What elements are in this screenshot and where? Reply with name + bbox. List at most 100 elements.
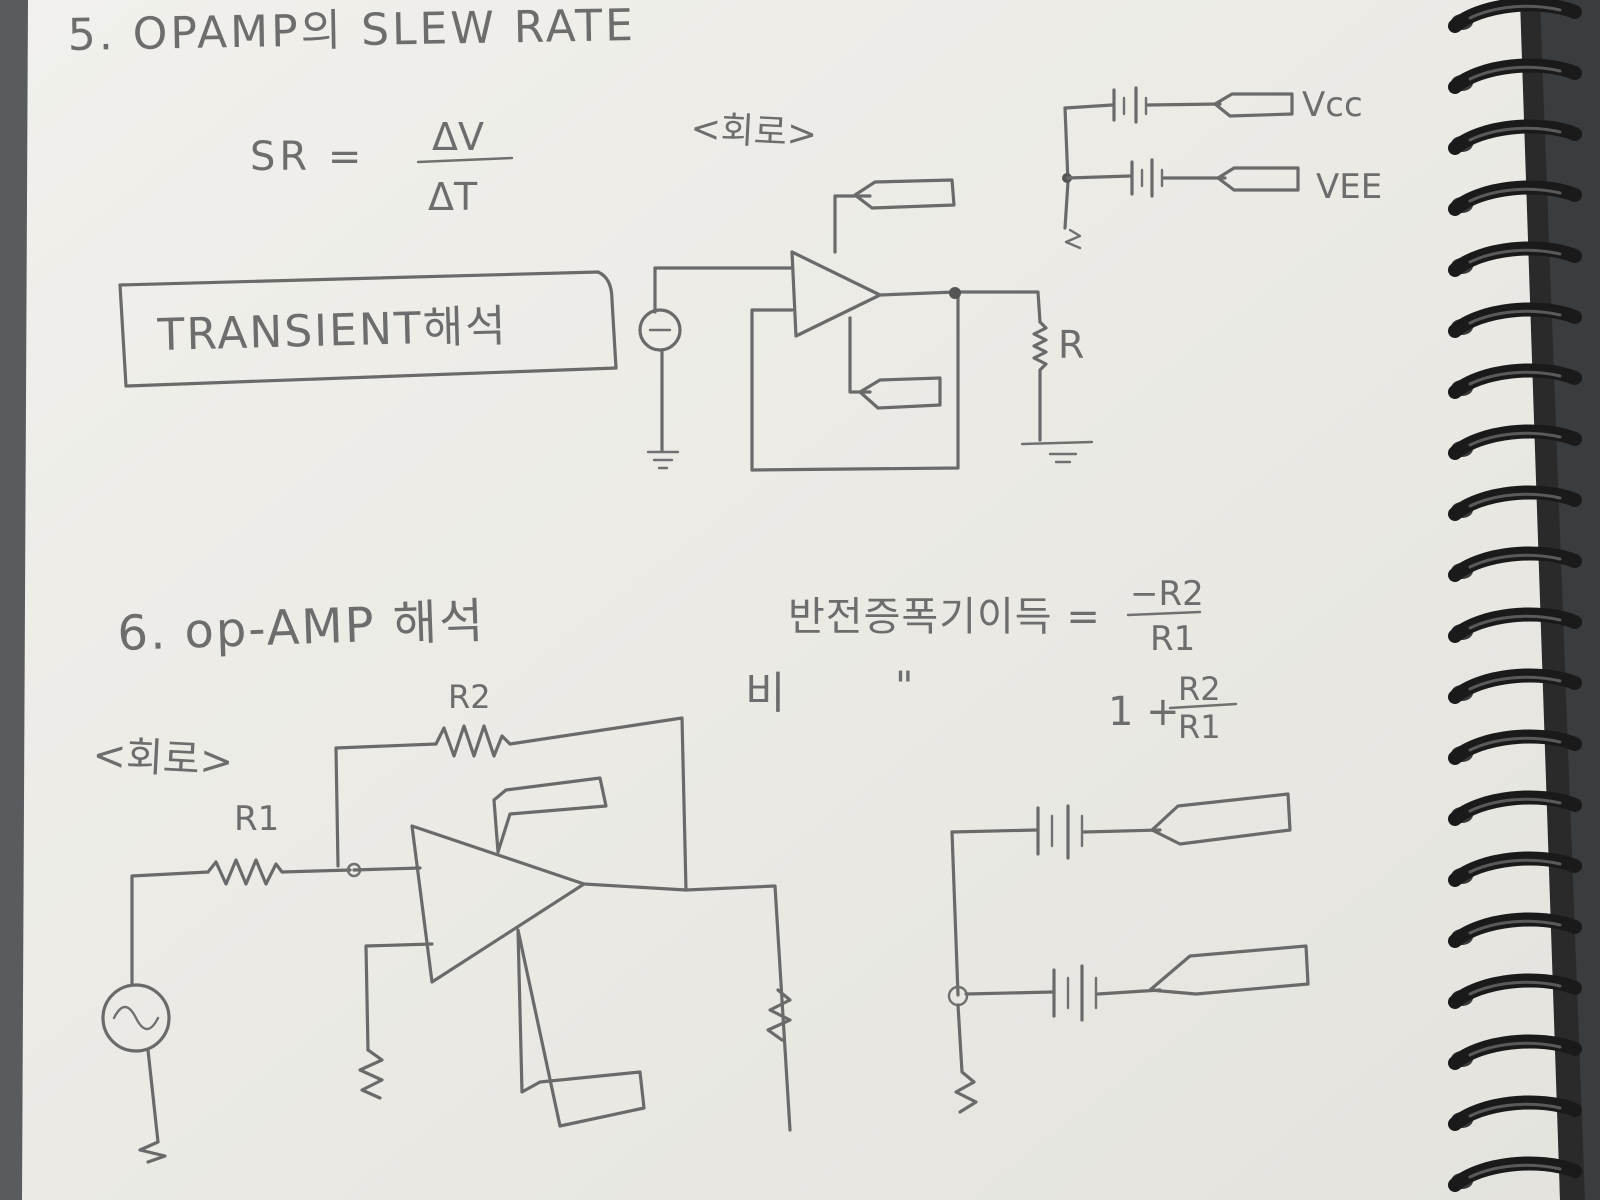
section-6: 6. op-AMP 해석 반전증폭기이득 = −R2 R1 비 " 1 + R2… xyxy=(91,574,1310,1164)
binding-ring-highlight xyxy=(1468,4,1562,20)
section5-title: 5. OPAMP의 SLEW RATE xyxy=(67,0,636,61)
resistor-r2-feedback xyxy=(434,716,688,892)
circuit1-voltage-follower: R xyxy=(638,178,1094,472)
vcc-tag xyxy=(1213,92,1294,118)
opamp1-feedback-wire xyxy=(750,293,960,472)
inverting-gain-text: 반전증폭기이득 = xyxy=(788,594,1101,640)
circuit1-label: <회로> xyxy=(690,108,819,156)
binding-ring xyxy=(1448,241,1582,277)
binding-ring-highlight xyxy=(1468,1102,1562,1118)
resistor-r xyxy=(1032,320,1048,442)
opamp2-output-wire xyxy=(582,882,792,1132)
noninv-ground-resistor xyxy=(358,1048,384,1100)
opamp1-vee-tag xyxy=(858,376,942,410)
formula-fraction-bar xyxy=(416,156,514,164)
section6-title: 6. op-AMP 해석 xyxy=(116,593,486,662)
source-ground xyxy=(138,1048,167,1164)
opamp2-vcc-tag xyxy=(492,776,608,854)
opamp1-output-wire xyxy=(878,290,1042,324)
load-resistor xyxy=(766,988,792,1042)
binding-ring xyxy=(1448,546,1582,582)
resistor-r1 xyxy=(206,858,352,886)
opamp1-vee-wire xyxy=(848,316,872,394)
opamp2-triangle xyxy=(410,824,586,984)
noninverting-numerator: R2 xyxy=(1178,670,1221,708)
binding-ring xyxy=(1448,973,1582,1009)
inverting-gain-numerator: −R2 xyxy=(1130,574,1204,614)
binding-ring xyxy=(1448,180,1582,216)
binding-ring-highlight xyxy=(1468,614,1562,630)
binding-ring-highlight xyxy=(1468,858,1562,874)
binding-ring xyxy=(1448,58,1582,94)
binding-ring xyxy=(1448,729,1582,765)
noninverting-expr: 1 + xyxy=(1108,689,1180,735)
binding-ring-highlight xyxy=(1468,126,1562,142)
binding-ring-highlight xyxy=(1468,187,1562,203)
r2-label: R2 xyxy=(448,678,491,716)
opamp1-triangle xyxy=(790,250,882,338)
resistor-r-label: R xyxy=(1058,323,1084,367)
binding-ring xyxy=(1448,1034,1582,1070)
noninverting-denominator: R1 xyxy=(1178,708,1221,746)
binding-ring xyxy=(1448,485,1582,521)
formula-lhs: SR = xyxy=(250,134,365,180)
binding-ring-highlight xyxy=(1468,736,1562,752)
circuit2-inverting-amplifier: R1 R2 xyxy=(101,678,792,1164)
binding-ring xyxy=(1448,851,1582,887)
formula-denominator: ΔT xyxy=(428,175,478,219)
ac-source-wave xyxy=(112,1005,160,1031)
binding-ring xyxy=(1448,668,1582,704)
source1-symbol xyxy=(638,308,682,352)
binding-ring xyxy=(1448,363,1582,399)
formula-numerator: ΔV xyxy=(432,115,484,159)
binding-ring xyxy=(1448,912,1582,948)
inverting-gain-bar xyxy=(1126,610,1202,617)
binding-ring xyxy=(1448,0,1582,33)
section-5: 5. OPAMP의 SLEW RATE SR = ΔV ΔT TRANSIENT… xyxy=(67,0,1382,472)
supply2-ground xyxy=(954,1003,978,1114)
binding-ring xyxy=(1448,424,1582,460)
binding-ring-highlight xyxy=(1468,553,1562,569)
vee-tag xyxy=(1216,166,1300,192)
binding-ring-highlight xyxy=(1468,797,1562,813)
vcc-label: Vcc xyxy=(1302,85,1363,125)
binding-ring xyxy=(1448,790,1582,826)
spiral-binding xyxy=(1448,0,1582,1192)
binding-ring xyxy=(1448,607,1582,643)
binding-ring xyxy=(1448,119,1582,155)
source-top-wire xyxy=(130,870,210,987)
binding-ring-highlight xyxy=(1468,309,1562,325)
binding-ring-highlight xyxy=(1468,65,1562,81)
binding-ring-highlight xyxy=(1468,431,1562,447)
transient-box xyxy=(118,270,618,388)
vcc-tag-2 xyxy=(1150,792,1292,846)
binding-ring-highlight xyxy=(1468,919,1562,935)
opamp2-vee-tag xyxy=(516,928,646,1128)
r1-label: R1 xyxy=(234,799,279,839)
binding-ring-highlight xyxy=(1468,675,1562,691)
binding-ring-highlight xyxy=(1468,370,1562,386)
vee-label: VEE xyxy=(1316,167,1382,207)
binding-ring-highlight xyxy=(1468,1163,1562,1179)
inverting-gain-denominator: R1 xyxy=(1150,619,1195,659)
binding-ring-highlight xyxy=(1468,1041,1562,1057)
vee-tag-2 xyxy=(1148,944,1310,996)
output-node xyxy=(949,287,961,299)
binding-ring xyxy=(1448,302,1582,338)
binding-ring-highlight xyxy=(1468,248,1562,264)
binding-ring-highlight xyxy=(1468,980,1562,996)
supply-circuit-2 xyxy=(947,792,1310,1114)
opamp1-vcc-tag xyxy=(853,178,956,210)
noninverting-prefix: 비 xyxy=(745,668,785,719)
noninverting-bar xyxy=(1168,702,1238,710)
binding-ring-highlight xyxy=(1468,492,1562,508)
binding-ring xyxy=(1448,1095,1582,1131)
ac-source-symbol xyxy=(101,983,171,1053)
supply-circuit-1: Vcc VEE xyxy=(1062,85,1382,250)
transient-label: TRANSIENT해석 xyxy=(156,301,508,361)
binding-ring xyxy=(1448,1156,1582,1192)
ditto-mark: " xyxy=(895,664,913,710)
notebook-page xyxy=(22,0,1600,1200)
circuit2-label: <회로> xyxy=(91,732,234,785)
